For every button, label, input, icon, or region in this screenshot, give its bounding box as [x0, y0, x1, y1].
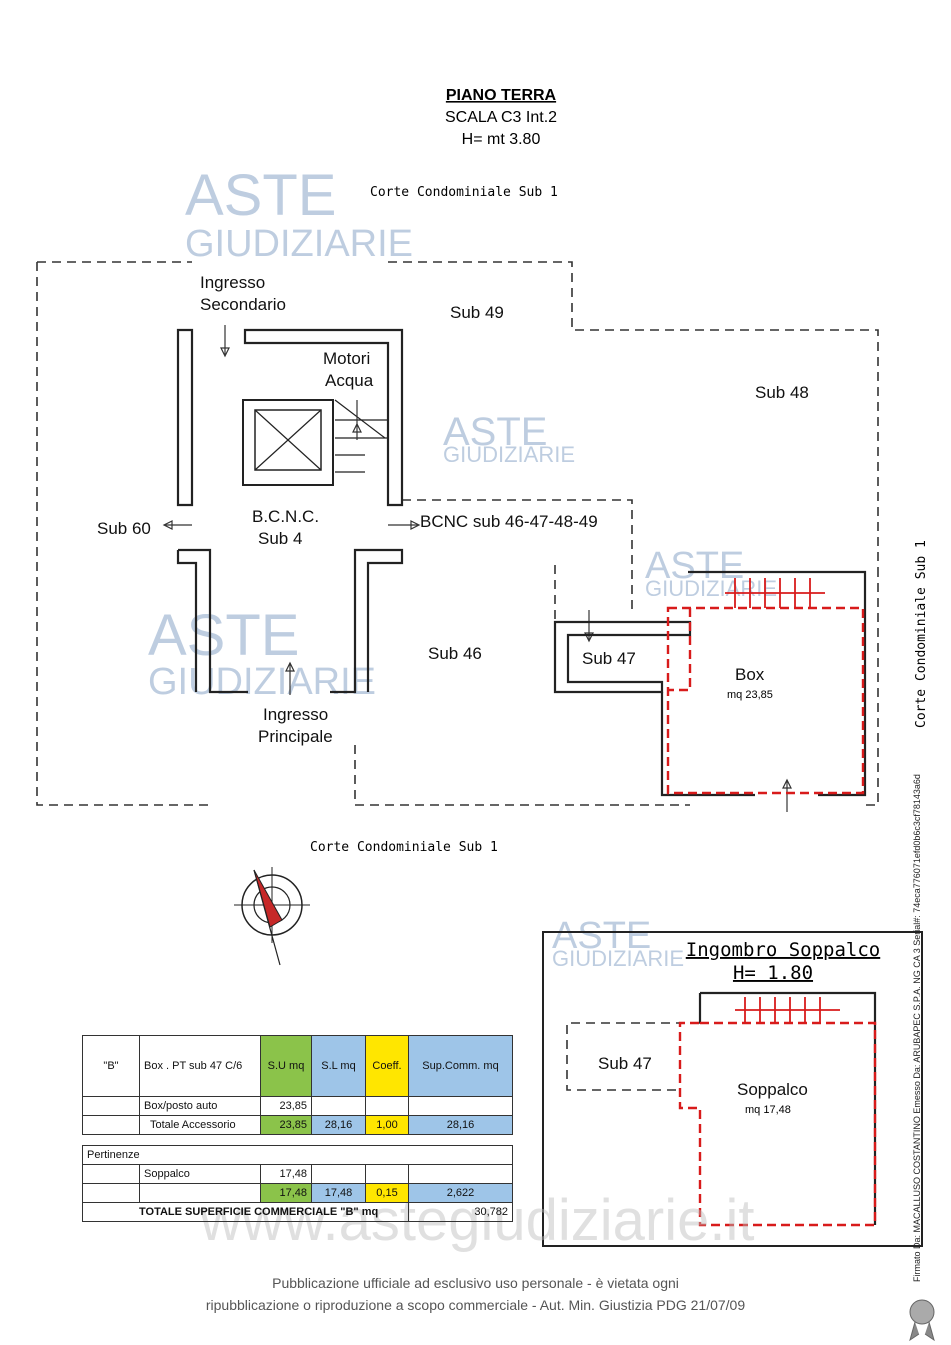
- corte-bottom-label: Corte Condominiale Sub 1: [310, 840, 498, 855]
- table-row: 17,48 17,48 0,15 2,622: [82, 1183, 513, 1203]
- ingresso-principale-label-2: Principale: [258, 727, 333, 746]
- motori-acqua-label: Motori: [323, 349, 370, 368]
- svg-text:GIUDIZIARIE: GIUDIZIARIE: [443, 442, 575, 467]
- ingresso-principale-label: Ingresso: [263, 705, 328, 724]
- svg-text:ASTE: ASTE: [148, 603, 300, 668]
- corte-top-label: Corte Condominiale Sub 1: [370, 185, 558, 200]
- soppalco-area-label: mq 17,48: [745, 1104, 791, 1116]
- table-head-comm: Sup.Comm. mq: [408, 1035, 513, 1097]
- north-arrow-icon: [234, 867, 310, 966]
- box-red-notch: [668, 608, 692, 692]
- sub49-48-boundary: [388, 261, 879, 568]
- watermark-logo-soppalco: ASTE GIUDIZIARIE: [552, 915, 684, 971]
- soppalco-height: H= 1.80: [733, 962, 813, 984]
- table-row: Pertinenze: [82, 1145, 513, 1165]
- bcnc-sub4-label: Sub 4: [258, 529, 302, 548]
- box-red-outline: [666, 606, 865, 795]
- soppalco-sub47-boundary: [566, 1022, 700, 1091]
- table-row: Soppalco 17,48: [82, 1164, 513, 1184]
- table-head-sl: S.L mq: [311, 1035, 366, 1097]
- sub47-label: Sub 47: [582, 649, 636, 668]
- svg-text:GIUDIZIARIE: GIUDIZIARIE: [645, 576, 777, 601]
- box-area-label: mq 23,85: [727, 689, 773, 701]
- plan-scale: SCALA C3 Int.2: [445, 109, 557, 126]
- soppalco-sub47-label: Sub 47: [598, 1054, 652, 1073]
- motori-acqua-label-2: Acqua: [325, 371, 374, 390]
- table-row: Totale Accessorio 23,85 28,16 1,00 28,16: [82, 1115, 513, 1135]
- stair-walls: [176, 328, 404, 694]
- box-ramp: [725, 578, 825, 608]
- plan-title: PIANO TERRA: [446, 87, 557, 104]
- svg-text:ASTE: ASTE: [185, 163, 337, 228]
- svg-text:ASTE: ASTE: [645, 545, 744, 587]
- ingresso-secondario-label: Ingresso: [200, 273, 265, 292]
- watermark-logo-left: ASTE GIUDIZIARIE: [148, 603, 376, 703]
- watermark-logo-top: ASTE GIUDIZIARIE: [185, 163, 413, 265]
- sub46-boundary: [354, 499, 690, 806]
- bcnc-subs-label: BCNC sub 46-47-48-49: [420, 512, 598, 531]
- table-head-coeff: Coeff.: [365, 1035, 409, 1097]
- surface-table: "B" Box . PT sub 47 C/6 S.U mq S.L mq Co…: [82, 1035, 513, 1222]
- bcnc-label: B.C.N.C.: [252, 507, 319, 526]
- plan-height: H= mt 3.80: [462, 131, 541, 148]
- footer-line-2: ripubblicazione o riproduzione a scopo c…: [205, 1297, 746, 1313]
- table-head-b: "B": [82, 1035, 140, 1097]
- footer-line-1: Pubblicazione ufficiale ad esclusivo uso…: [272, 1275, 679, 1291]
- sub46-label: Sub 46: [428, 644, 482, 663]
- watermark-logo-mid: ASTE GIUDIZIARIE: [443, 410, 575, 467]
- box-walls: [660, 570, 867, 797]
- soppalco-label: Soppalco: [737, 1080, 808, 1099]
- sub49-label: Sub 49: [450, 303, 504, 322]
- soppalco-frame: [542, 931, 923, 1247]
- svg-text:GIUDIZIARIE: GIUDIZIARIE: [552, 946, 684, 971]
- sub60-label: Sub 60: [97, 519, 151, 538]
- stairs: [334, 399, 388, 473]
- sub48-label: Sub 48: [755, 383, 809, 402]
- watermark-logo-right: ASTE GIUDIZIARIE: [645, 545, 777, 601]
- svg-text:ASTE: ASTE: [443, 410, 547, 454]
- elevator: [242, 399, 334, 486]
- soppalco-ramp: [735, 997, 840, 1022]
- sub60-boundary: [36, 261, 210, 806]
- box-label: Box: [735, 665, 765, 684]
- soppalco-red-outline: [678, 1021, 877, 1227]
- access-arrows: [162, 325, 792, 812]
- digital-signature: Firmato Da: MACALLUSO COSTANTINO Emesso …: [912, 774, 922, 1282]
- table-head-box: Box . PT sub 47 C/6: [139, 1035, 261, 1097]
- svg-text:GIUDIZIARIE: GIUDIZIARIE: [185, 223, 413, 265]
- soppalco-title: Ingombro Soppalco: [686, 939, 880, 961]
- right-boundary: [865, 568, 879, 806]
- ingresso-secondario-label-2: Secondario: [200, 295, 286, 314]
- table-head-su: S.U mq: [260, 1035, 312, 1097]
- table-row: Box/posto auto 23,85: [82, 1096, 513, 1116]
- svg-text:GIUDIZIARIE: GIUDIZIARIE: [148, 661, 376, 703]
- seal-icon: [909, 1299, 935, 1342]
- table-total-row: TOTALE SUPERFICIE COMMERCIALE "B" mq 30,…: [82, 1202, 513, 1222]
- svg-text:ASTE: ASTE: [552, 915, 651, 957]
- corte-right-label: Corte Condominiale Sub 1: [914, 540, 929, 728]
